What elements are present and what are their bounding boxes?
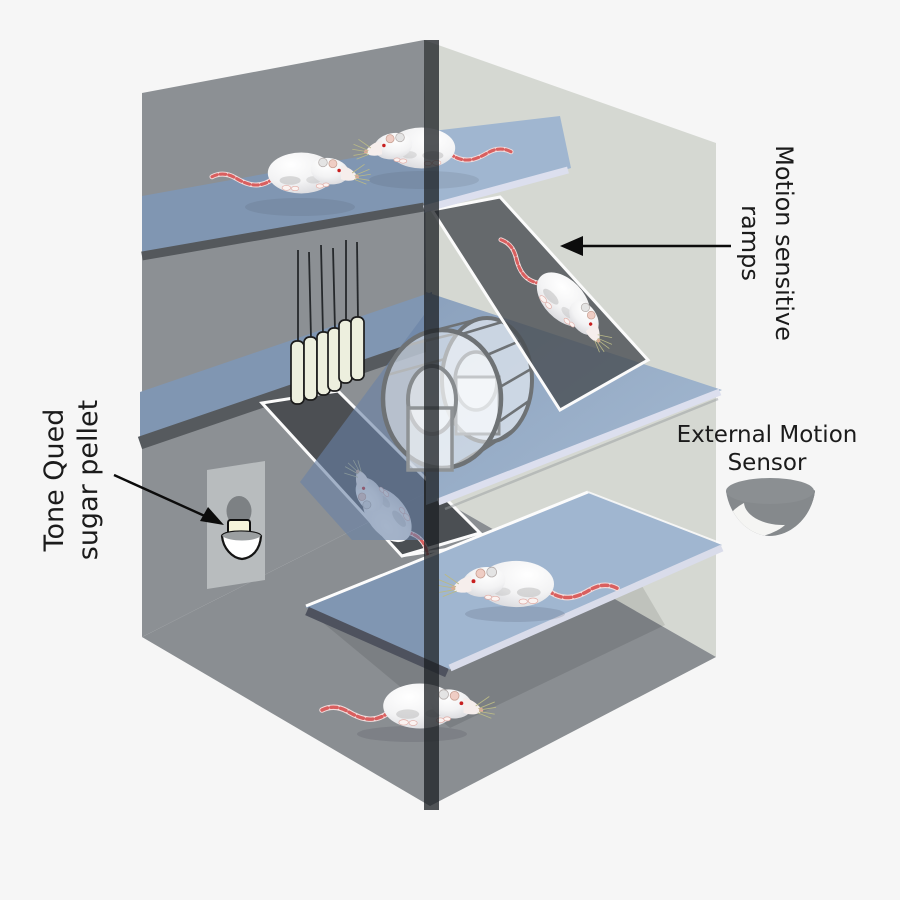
tube-strings [297, 240, 359, 342]
front-corner-edge [424, 40, 439, 810]
tube [303, 336, 318, 401]
tube-set [290, 316, 365, 405]
string [308, 251, 312, 339]
lower-platform-front-edge [448, 544, 724, 672]
hanging-tubes [290, 240, 365, 405]
upper-ramp-surface [429, 195, 651, 413]
string [356, 241, 359, 320]
lower-platform-underside [305, 606, 449, 678]
rat-shadow [245, 198, 355, 216]
pellet-dispenser [207, 461, 265, 589]
sensor-label-line2: Sensor [728, 450, 807, 476]
top-platform-right [424, 116, 571, 213]
sensor-label-line1: External Motion [677, 422, 858, 448]
middle-platform-front-edge [436, 388, 722, 506]
pellet-arrow-line [113, 473, 208, 519]
pellet-cup-rim [222, 531, 261, 541]
string [320, 244, 324, 335]
top-platform-underside [141, 202, 425, 261]
tube [290, 340, 305, 405]
pellet-label-line2: sugar pellet [73, 400, 104, 561]
ramps-label: Motion sensitive ramps [560, 145, 798, 341]
tube [338, 319, 353, 384]
middle-platform-edge-shadow [444, 397, 719, 511]
ramps-arrow-head [560, 236, 583, 256]
lower-platform-left [305, 558, 424, 659]
dispenser-opening [226, 496, 252, 526]
lower-platform-back-edge [305, 490, 589, 608]
pellet-arrow-head [200, 507, 224, 525]
annotations: Tone Qued sugar pellet Motion sensitive … [39, 145, 857, 560]
string [332, 247, 336, 331]
sensor-opening [726, 478, 814, 504]
lower-platform [305, 490, 724, 678]
top-platform-front-edge [423, 166, 569, 213]
pellet-label: Tone Qued sugar pellet [39, 400, 224, 561]
sensor-label: External Motion Sensor [677, 422, 858, 476]
pellet-label-line1: Tone Qued [39, 409, 70, 553]
lower-platform-back-edge-right [587, 491, 721, 544]
ramps-label-line2: ramps [736, 205, 764, 281]
rat-shadow [465, 606, 565, 622]
ramps-label-line1: Motion sensitive [770, 145, 798, 341]
lower-platform-right [424, 492, 722, 670]
middle-platform-underside [137, 336, 435, 450]
tube [350, 316, 365, 381]
upper-motion-ramp [429, 195, 651, 413]
rat-shadow [357, 726, 467, 742]
